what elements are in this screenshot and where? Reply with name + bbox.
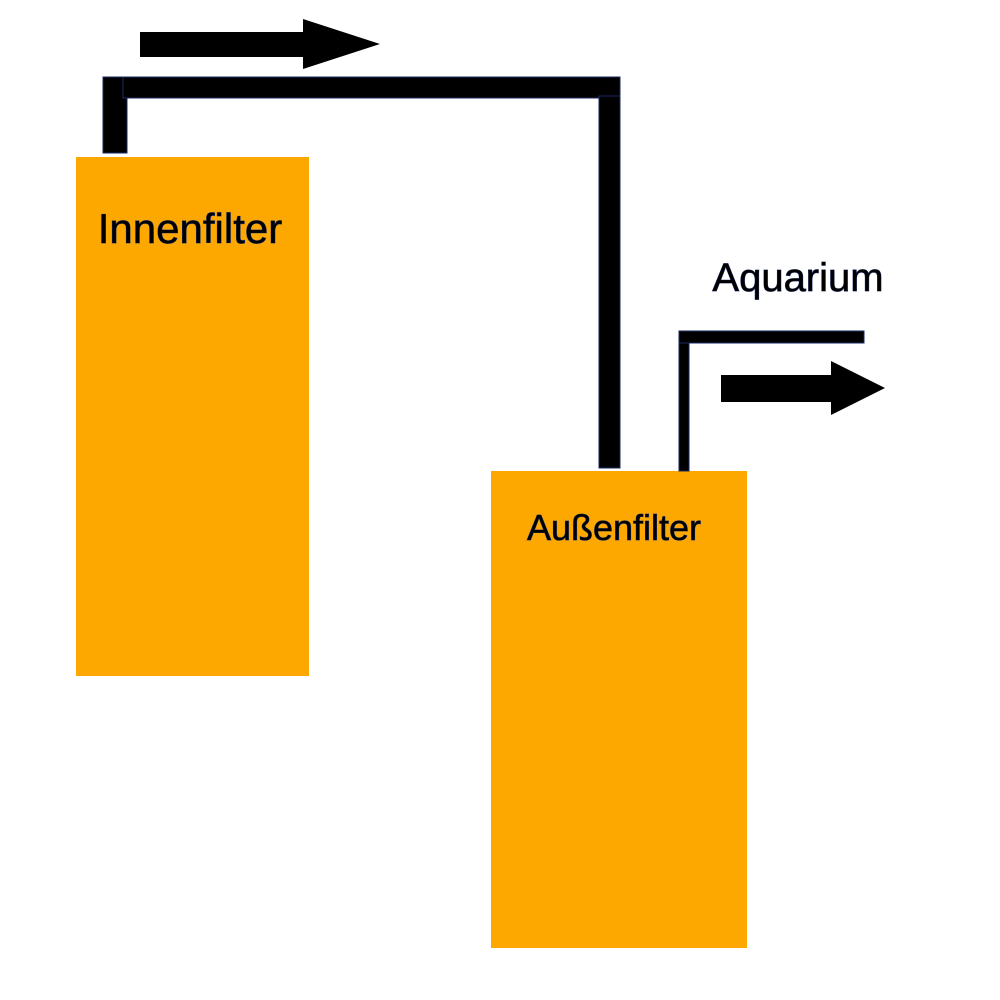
connecting-pipe <box>102 76 621 469</box>
arrow-right-icon <box>721 361 885 415</box>
outer-filter-box <box>491 471 747 948</box>
outlet-pipe <box>678 330 865 472</box>
outlet-pipe-horizontal <box>678 330 865 344</box>
inner-filter-label: Innenfilter <box>98 205 282 252</box>
pipe-horizontal-top <box>122 76 621 99</box>
aquarium-label: Aquarium <box>712 256 883 300</box>
inner-filter-box <box>76 157 309 676</box>
pipe-downpipe-outer <box>598 95 621 469</box>
outer-filter-label: Außenfilter <box>527 507 701 548</box>
arrow-right-icon <box>140 19 380 69</box>
outlet-pipe-riser <box>678 330 690 472</box>
